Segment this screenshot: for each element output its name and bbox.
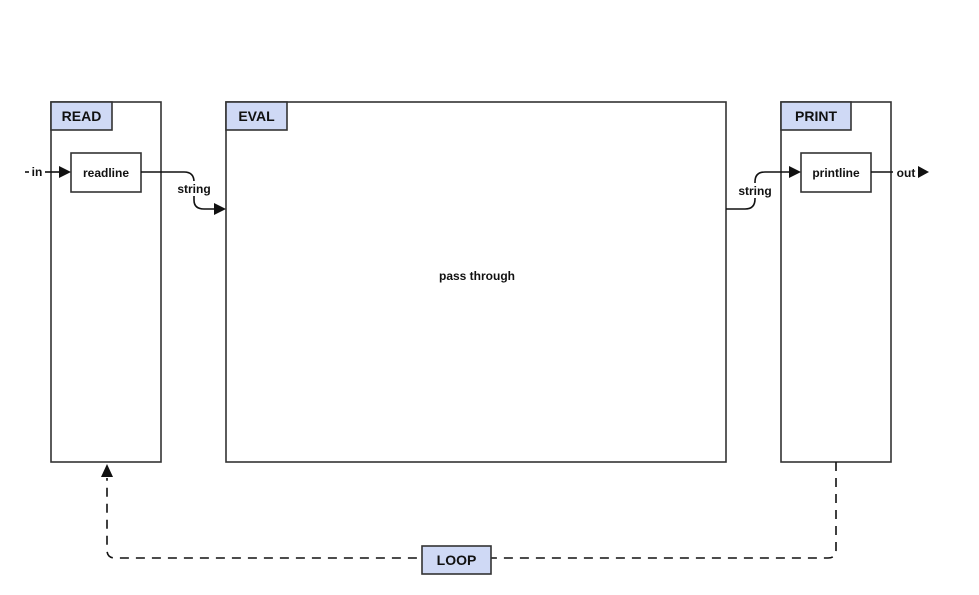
output-label: out	[897, 166, 916, 180]
read-stage: READ readline	[50, 101, 162, 463]
eval-container	[225, 101, 727, 463]
pass-through-label: pass through	[439, 269, 515, 283]
eval-title: EVAL	[238, 108, 275, 124]
read-to-eval-arrowhead	[214, 203, 226, 215]
loop-label: LOOP	[437, 552, 477, 568]
read-tab	[50, 101, 113, 131]
eval-to-print-label-bg	[737, 183, 773, 198]
loop-edge: LOOP	[101, 462, 837, 575]
loop-arrowhead	[101, 464, 113, 477]
eval-to-print-arrowhead	[789, 166, 801, 178]
printline-label: printline	[812, 166, 860, 180]
input-arrowhead	[59, 166, 71, 178]
loop-box	[421, 545, 492, 575]
print-stage: PRINT printline	[780, 101, 892, 463]
eval-stage: EVAL pass through	[225, 101, 727, 463]
loop-line	[106, 462, 837, 559]
eval-to-print-label: string	[738, 184, 771, 198]
print-tab	[780, 101, 852, 131]
output-arrowhead	[918, 166, 929, 178]
output-edge: out	[871, 166, 929, 180]
readline-node	[70, 152, 142, 193]
read-to-eval-label: string	[177, 182, 210, 196]
input-edge: in	[25, 165, 71, 179]
readline-label: readline	[83, 166, 129, 180]
input-label: in	[32, 165, 43, 179]
printline-node	[800, 152, 872, 193]
eval-tab	[225, 101, 288, 131]
read-to-eval-label-bg	[176, 181, 212, 196]
read-title: READ	[62, 108, 102, 124]
eval-to-print-edge: string	[726, 166, 801, 210]
read-to-eval-edge: string	[141, 171, 226, 215]
print-title: PRINT	[795, 108, 837, 124]
